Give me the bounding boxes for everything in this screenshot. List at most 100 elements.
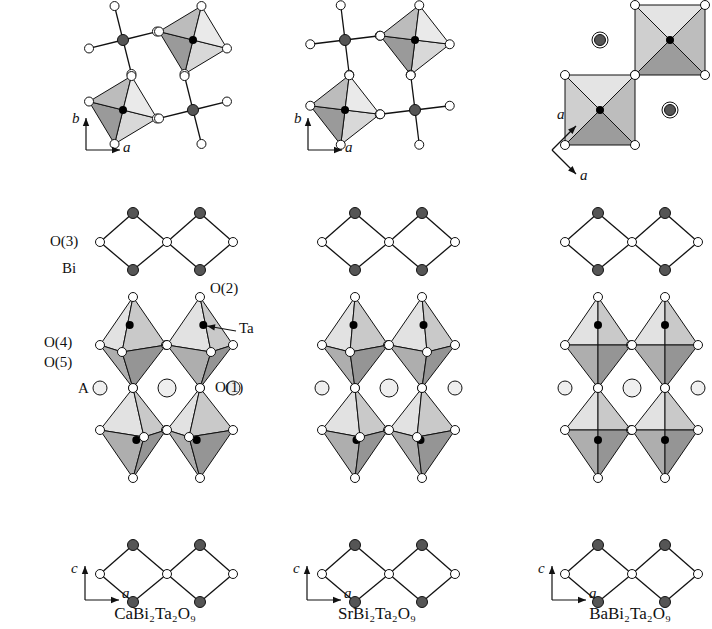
bond-line — [598, 213, 632, 242]
arrow-head — [304, 566, 310, 574]
octahedron-face — [310, 106, 345, 145]
octahedron-face — [200, 297, 233, 352]
oxygen-atom — [415, 1, 424, 10]
bond-line — [167, 242, 200, 270]
bond-line — [200, 574, 233, 602]
bond-line — [422, 545, 455, 574]
bond-line — [632, 213, 665, 242]
bond-line — [322, 545, 355, 574]
oxygen-atom — [96, 238, 105, 247]
axis-label: a — [589, 585, 597, 602]
octahedron-face — [565, 75, 600, 145]
bond-line — [355, 574, 389, 602]
bismuth-atom — [417, 265, 428, 276]
octahedron-face — [598, 297, 631, 345]
bond-line — [422, 213, 455, 242]
octahedron-face — [415, 5, 450, 44]
oxygen-atom — [96, 570, 105, 579]
oxygen-atom — [627, 341, 636, 350]
axis-label: c — [71, 560, 78, 577]
oxygen-atom — [196, 293, 205, 302]
oxygen-atom — [229, 238, 238, 247]
atom-label: Ta — [239, 320, 254, 337]
oxygen-atom — [631, 71, 640, 80]
bismuth-atom — [417, 597, 428, 608]
axis-label: c — [293, 560, 300, 577]
oxygen-atom — [694, 341, 703, 350]
oxygen-atom — [413, 433, 422, 442]
oxygen-atom — [385, 426, 394, 435]
oxygen-atom — [594, 474, 603, 483]
oxygen-atom — [351, 293, 360, 302]
oxygen-atom — [229, 570, 238, 579]
tantalum-atom — [199, 321, 207, 329]
bond-line — [200, 213, 233, 242]
oxygen-atom — [694, 238, 703, 247]
bond-line — [200, 545, 233, 574]
arrow-head — [207, 324, 215, 330]
bond-line — [665, 242, 698, 270]
octahedron-face — [345, 75, 380, 114]
oxygen-atom — [163, 570, 172, 579]
bond-line — [552, 150, 576, 174]
bismuth-atom — [195, 540, 206, 551]
arrow-head — [568, 166, 576, 174]
oxygen-atom — [561, 570, 570, 579]
bond-line — [632, 242, 665, 270]
oxygen-atom — [140, 433, 149, 442]
oxygen-atom — [129, 293, 138, 302]
octahedron-face — [665, 345, 698, 388]
bond-line — [665, 545, 698, 574]
oxygen-atom — [701, 1, 710, 10]
oxygen-atom — [406, 71, 415, 80]
oxygen-atom — [384, 426, 393, 435]
octahedron-face — [665, 430, 698, 478]
oxygen-atom — [385, 570, 394, 579]
oxygen-atom — [336, 1, 345, 10]
bond-line — [565, 242, 598, 270]
octahedron-face — [322, 388, 360, 437]
oxygen-atom — [694, 570, 703, 579]
oxygen-atom — [631, 71, 640, 80]
bismuth-atom — [593, 265, 604, 276]
bond-line — [355, 213, 389, 242]
octahedron-face — [665, 388, 698, 430]
oxygen-atom — [418, 384, 427, 393]
oxygen-atom — [628, 426, 637, 435]
bismuth-atom — [195, 208, 206, 219]
bismuth-atom — [128, 208, 139, 219]
oxygen-atom — [385, 238, 394, 247]
compound-formula: CaBi₂Ta₂O₉ — [114, 604, 196, 624]
oxygen-atom — [306, 101, 315, 110]
octahedron-face — [310, 75, 349, 110]
octahedron-face — [380, 5, 419, 40]
bond-line — [665, 574, 698, 602]
oxygen-atom — [594, 384, 603, 393]
compound-formula: BaBi₂Ta₂O₉ — [589, 604, 671, 624]
atom-label: O(5) — [44, 354, 72, 371]
bond-line — [665, 213, 698, 242]
atom-label: O(3) — [50, 233, 78, 250]
bismuth-atom — [128, 265, 139, 276]
bismuth-atom — [660, 265, 671, 276]
bond-line — [355, 545, 389, 574]
octahedron-face — [389, 297, 427, 352]
oxygen-atom — [196, 384, 205, 393]
octahedron-face — [189, 430, 233, 478]
oxygen-atom — [418, 474, 427, 483]
bond-line — [133, 213, 167, 242]
octahedron-face — [598, 430, 631, 478]
axis-label: b — [294, 110, 302, 127]
oxygen-atom — [129, 474, 138, 483]
bismuth-atom — [118, 35, 129, 46]
oxygen-atom — [162, 341, 171, 350]
oxygen-atom — [445, 40, 454, 49]
axis-label: a — [557, 106, 565, 123]
bismuth-atom — [410, 105, 421, 116]
bond-line — [389, 574, 422, 602]
oxygen-atom — [628, 341, 637, 350]
bismuth-atom — [593, 208, 604, 219]
oxygen-atom — [631, 1, 640, 10]
oxygen-atom — [345, 71, 354, 80]
